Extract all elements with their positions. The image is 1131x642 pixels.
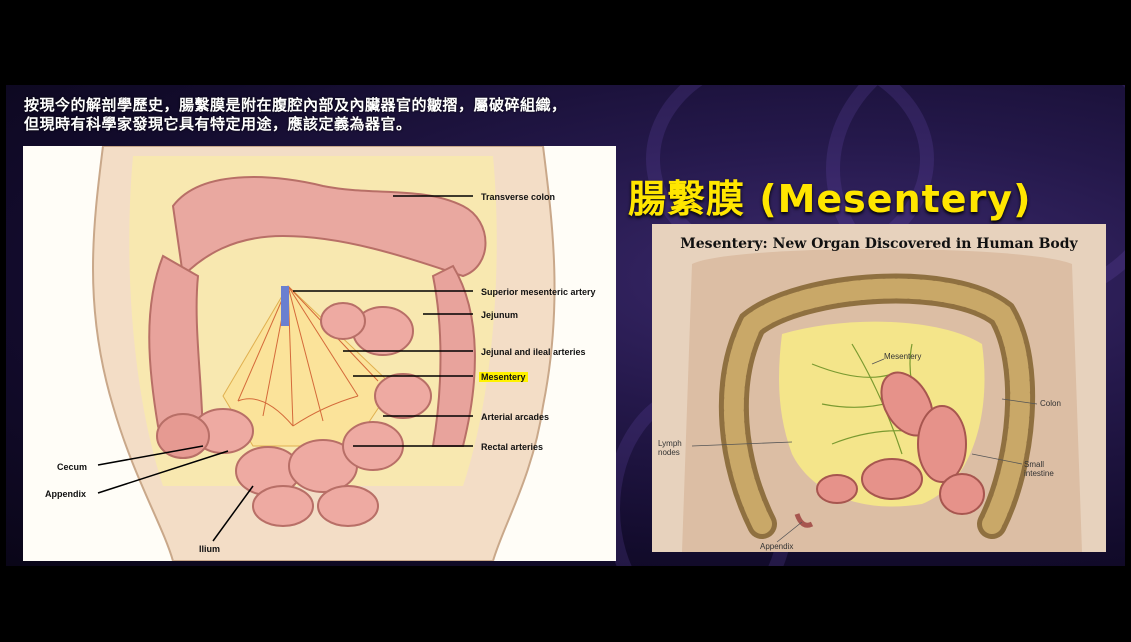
caption-line-2: 但現時有科學家發現它具有特定用途，應該定義為器官。 xyxy=(24,115,704,134)
label-jejunum: Jejunum xyxy=(481,310,518,320)
diagram-title: Mesentery: New Organ Discovered in Human… xyxy=(652,236,1106,252)
label-superior-mesenteric-artery: Superior mesenteric artery xyxy=(481,287,596,297)
label-cecum: Cecum xyxy=(57,462,87,472)
label-rectal-arteries: Rectal arteries xyxy=(481,442,543,452)
intestine-diagram: Transverse colon Superior mesenteric art… xyxy=(23,146,616,561)
headline: 腸繫膜 (Mesentery) xyxy=(628,168,1031,223)
label-appendix-right: Appendix xyxy=(760,542,793,551)
label-appendix: Appendix xyxy=(45,489,86,499)
mesentery-illustration xyxy=(652,224,1106,552)
label-small-intestine: Small intestine xyxy=(1024,460,1066,478)
label-lymph-nodes: Lymph nodes xyxy=(658,439,692,457)
letterbox-bottom xyxy=(0,566,1131,642)
label-transverse-colon: Transverse colon xyxy=(481,192,555,202)
caption-line-1: 按現今的解剖學歷史，腸繫膜是附在腹腔內部及內臟器官的皺摺，屬破碎組織， xyxy=(24,96,704,115)
mesentery-diagram: Mesentery: New Organ Discovered in Human… xyxy=(652,224,1106,552)
label-arterial-arcades: Arterial arcades xyxy=(481,412,549,422)
caption-text: 按現今的解剖學歷史，腸繫膜是附在腹腔內部及內臟器官的皺摺，屬破碎組織， 但現時有… xyxy=(24,96,704,134)
label-jejunal-ileal-arteries: Jejunal and ileal arteries xyxy=(481,347,586,357)
label-colon: Colon xyxy=(1040,399,1061,408)
label-mesentery: Mesentery xyxy=(479,372,528,382)
label-ilium: Ilium xyxy=(199,544,220,554)
label-mesentery-right: Mesentery xyxy=(884,352,921,361)
